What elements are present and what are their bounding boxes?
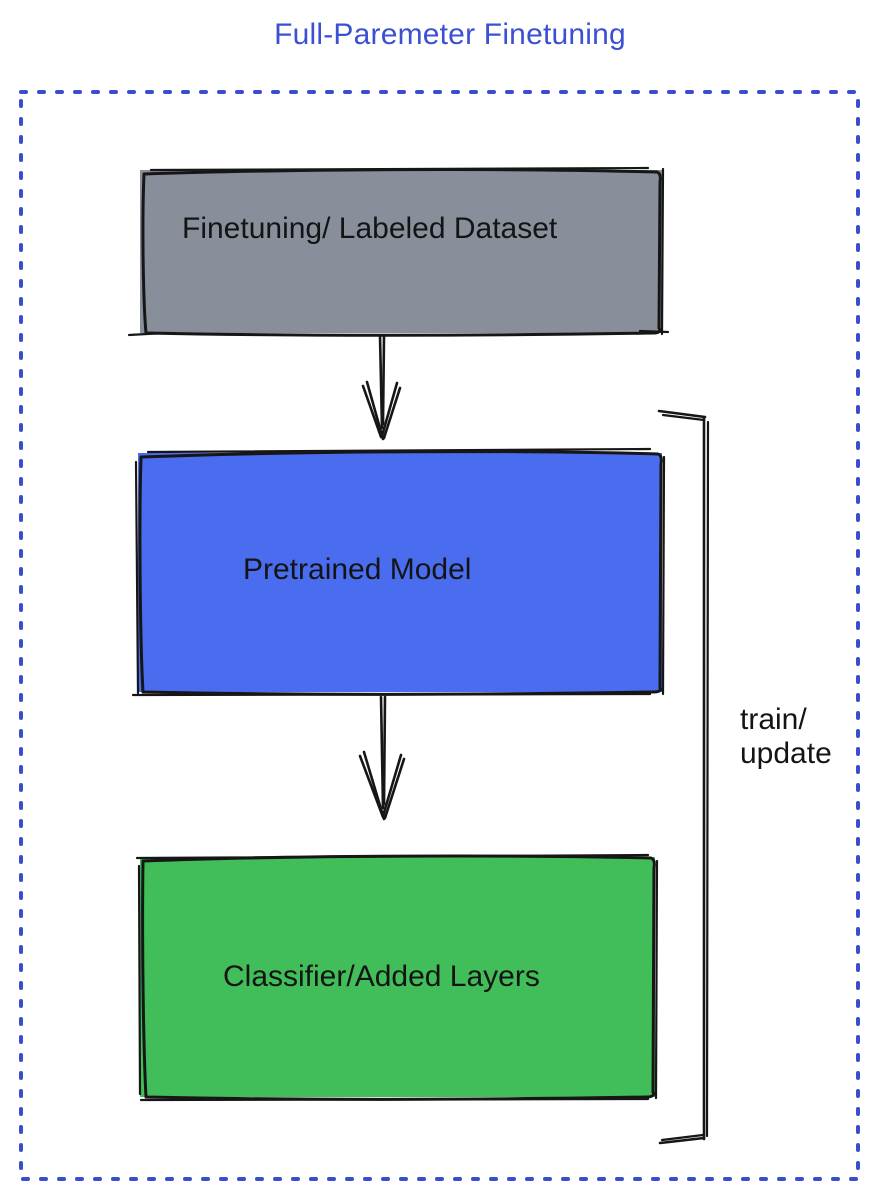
train-update-bracket [657,409,710,1145]
classifier-box-label: Classifier/Added Layers [223,960,540,993]
train-update-label-line2: update [740,737,832,770]
pretrained-model-box-label: Pretrained Model [243,553,472,586]
dataset-box: Finetuning/ Labeled Dataset [140,170,662,333]
train-update-label: train/ update [740,703,832,771]
arrow-dataset-to-pretrained [361,334,402,441]
classifier-box: Classifier/Added Layers [140,857,655,1097]
diagram-title: Full-Paremeter Finetuning [274,18,626,51]
arrow-pretrained-to-classifier [358,695,406,821]
dataset-box-label: Finetuning/ Labeled Dataset [182,212,558,245]
pretrained-model-box: Pretrained Model [138,453,662,692]
train-update-label-line1: train/ [740,703,807,736]
